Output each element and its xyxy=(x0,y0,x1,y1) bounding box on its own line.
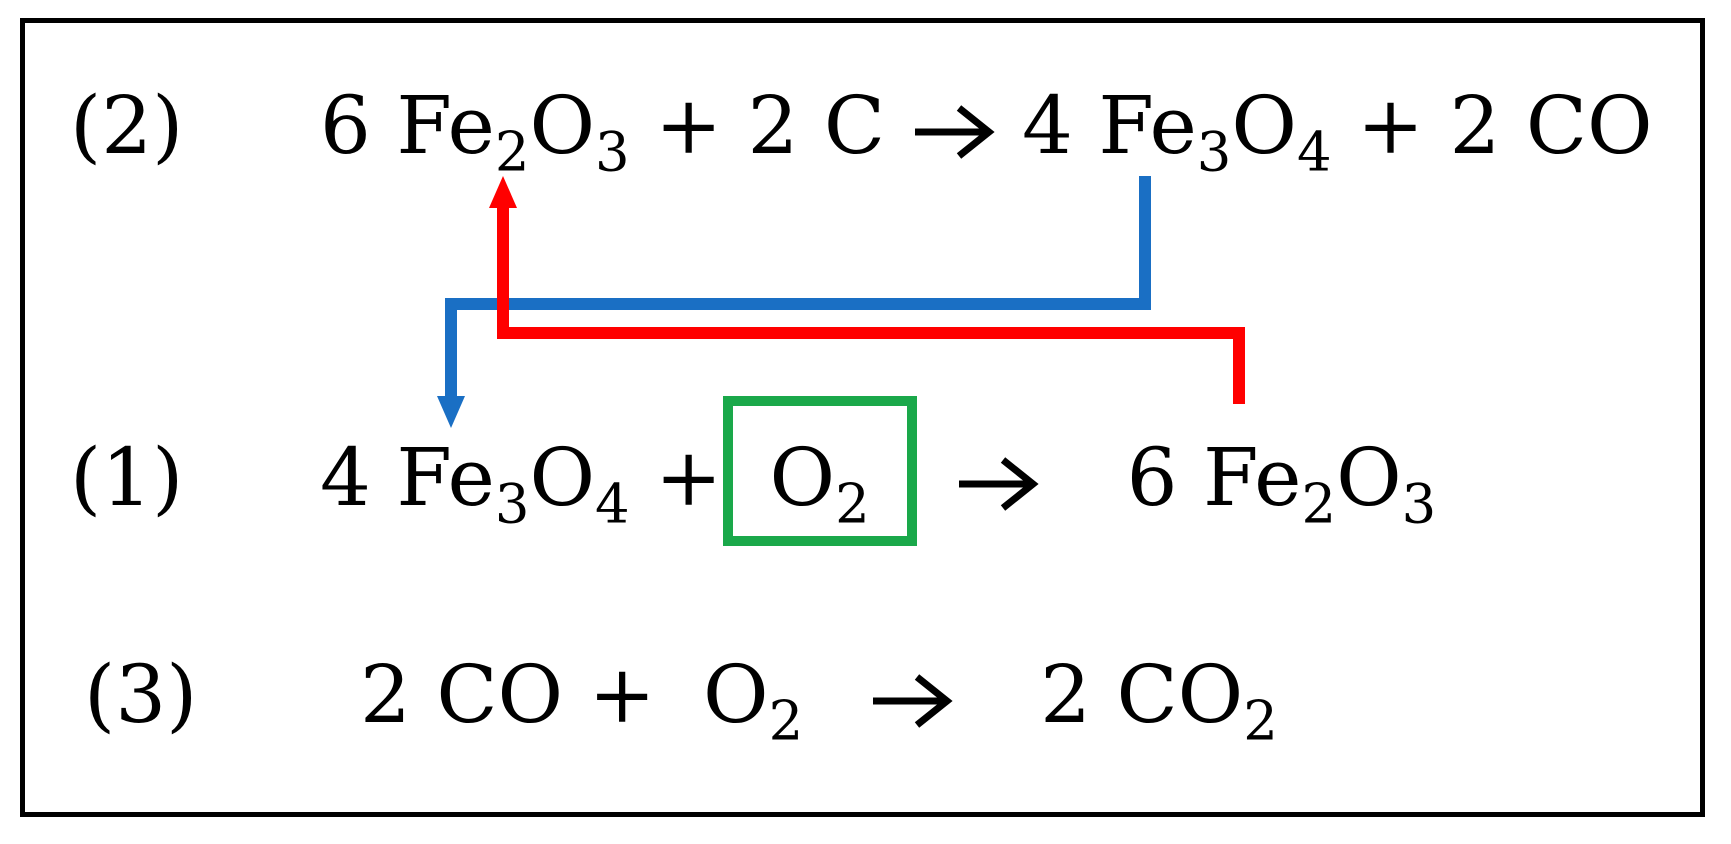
right-arrow-icon xyxy=(914,105,995,159)
eq1-product-fe-sub: 2 xyxy=(1301,472,1337,536)
equation-1: 4 Fe3O4 + O2 6 Fe2O3 xyxy=(320,438,1436,532)
eq1-reactant-o-sub: 4 xyxy=(595,472,630,536)
eq2-product-co: 2 CO xyxy=(1449,79,1653,172)
right-arrow-icon xyxy=(872,674,953,728)
eq3-oxygen-sub: 2 xyxy=(768,689,804,753)
eq1-reactant-o: O xyxy=(529,431,596,524)
eq1-reactant-fe: Fe xyxy=(396,431,495,524)
equation-2-label: (2) xyxy=(70,79,184,172)
eq2-reactant-o-sub: 3 xyxy=(595,120,630,184)
eq2-plus-1: + xyxy=(655,79,723,172)
eq2-product-o: O xyxy=(1231,79,1297,172)
eq3-plus-1: + xyxy=(588,648,656,741)
eq2-product-o-sub: 4 xyxy=(1297,120,1332,184)
eq2-plus-2: + xyxy=(1357,79,1425,172)
eq1-product-fe: Fe xyxy=(1202,431,1302,524)
equation-3: 2 CO + O2 2 CO2 xyxy=(360,655,1278,749)
eq1-product-coef: 6 xyxy=(1126,431,1178,524)
eq1-reactant-coef: 4 xyxy=(320,431,371,524)
eq2-product-fe: Fe xyxy=(1098,79,1197,172)
eq3-product-co2-sub: 2 xyxy=(1243,689,1278,753)
eq2-product-coef: 4 xyxy=(1021,79,1073,172)
eq2-reactant-o: O xyxy=(529,79,596,172)
eq2-product-fe-sub: 3 xyxy=(1196,120,1232,184)
equation-3-label: (3) xyxy=(84,648,198,741)
eq1-oxygen: O xyxy=(769,431,836,524)
eq2-reactant-coef: 6 xyxy=(320,79,371,172)
eq1-oxygen-sub: 2 xyxy=(835,472,870,536)
eq2-reactant-fe: Fe xyxy=(396,79,495,172)
equation-1-label: (1) xyxy=(70,431,184,524)
eq3-product-co2: 2 CO xyxy=(1040,648,1244,741)
diagram-frame xyxy=(20,18,1705,817)
equation-2: 6 Fe2O3 + 2 C 4 Fe3O4 + 2 CO xyxy=(320,86,1653,180)
eq1-product-o-sub: 3 xyxy=(1401,472,1437,536)
eq1-plus-1: + xyxy=(655,431,723,524)
eq1-product-o: O xyxy=(1336,431,1402,524)
right-arrow-icon xyxy=(959,457,1039,511)
eq2-reactant-carbon: 2 C xyxy=(747,79,886,172)
eq2-reactant-fe-sub: 2 xyxy=(494,120,530,184)
eq3-oxygen: O xyxy=(703,648,769,741)
eq3-reactant-co: 2 CO xyxy=(360,648,564,741)
eq1-reactant-fe-sub: 3 xyxy=(494,472,530,536)
